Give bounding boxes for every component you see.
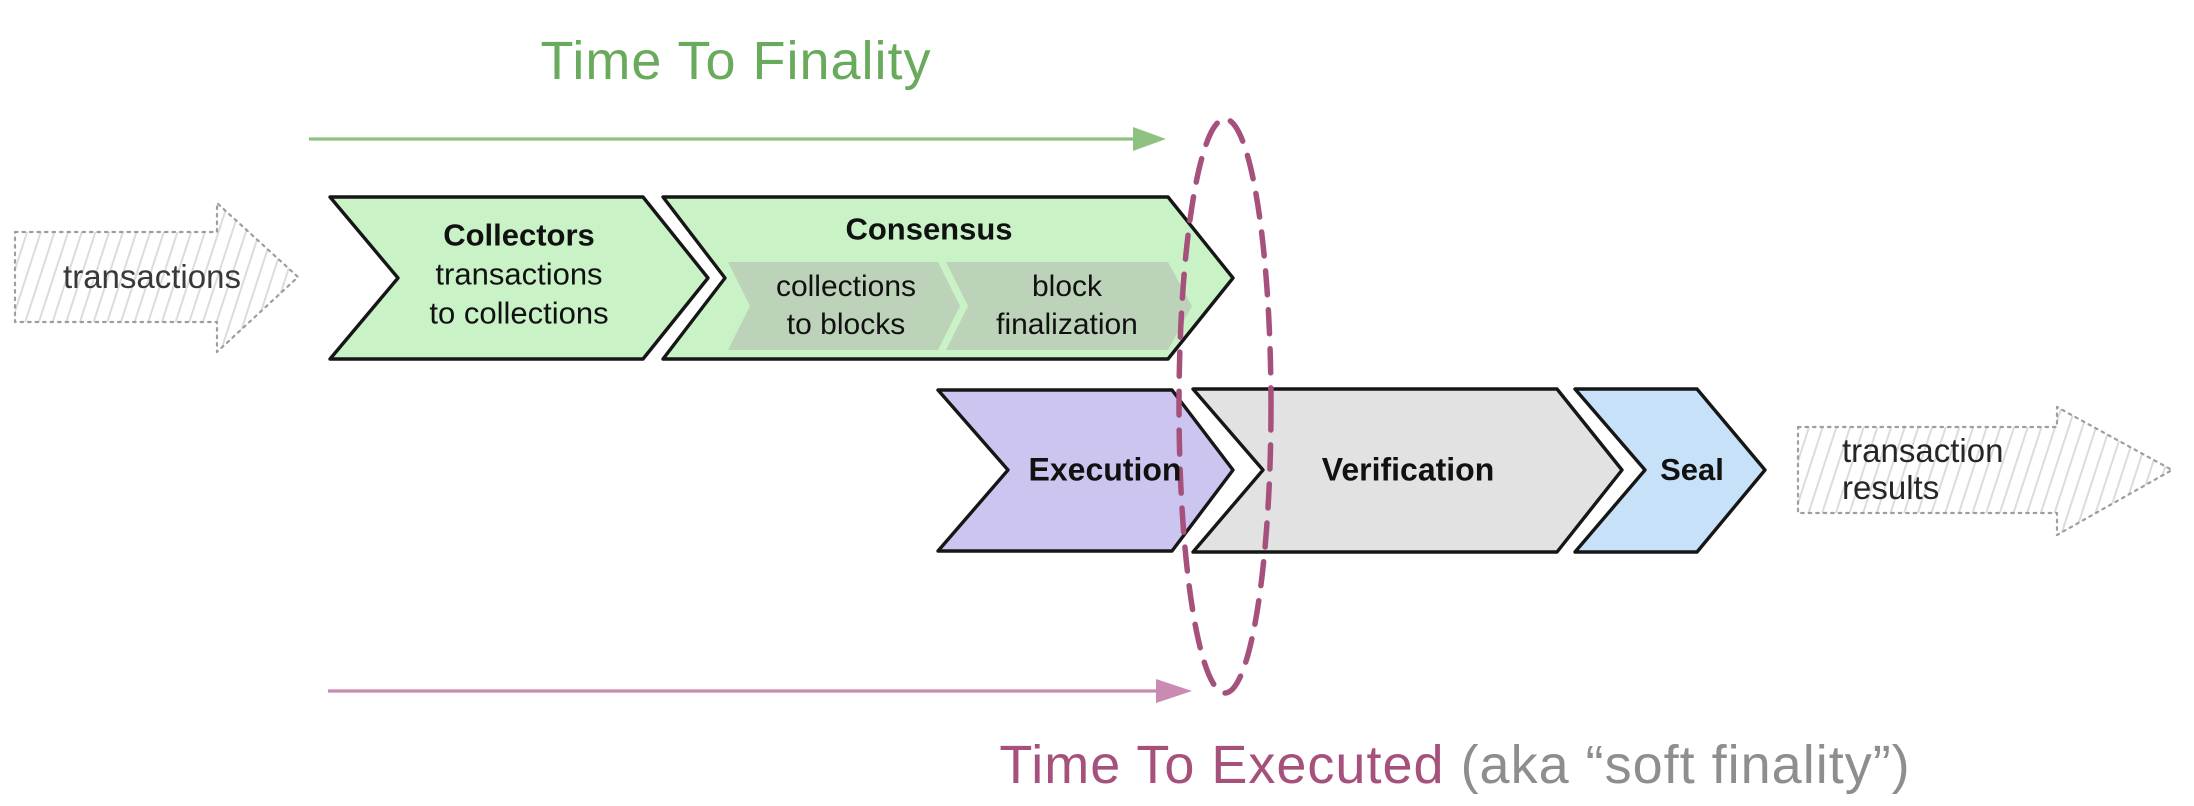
consensus-title: Consensus [845,211,1013,247]
executed-timeline-arrowhead-icon [1156,679,1192,703]
substage-collections-to-blocks-chevron [728,262,960,350]
transactions-label: transactions [63,258,241,295]
collectors-line1: transactions [435,256,603,292]
substage2-line1: block [1031,270,1103,303]
verification-chevron [1191,387,1624,554]
collectors-title: Collectors [443,217,595,253]
results-line2: results [1842,469,1940,506]
substage2-line2: finalization [996,308,1138,341]
substage1-line1: collections [775,270,917,303]
collectors-line2: to collections [429,295,609,331]
seal-chevron [1573,387,1767,554]
substage-block-finalization-chevron [946,262,1192,350]
substage-block-finalization-label: block finalization [996,268,1138,344]
results-line1: transaction [1842,432,2004,469]
time-to-executed-caption: Time To Executed (aka “soft finality”) [999,734,1910,796]
time-to-executed-title: Time To Executed [999,735,1445,795]
execution-chevron [936,388,1235,553]
collectors-label-block: Collectors transactions to collections [429,216,608,333]
execution-title: Execution [1028,451,1182,488]
transaction-results-output-arrow [1796,405,2174,537]
seal-title: Seal [1660,452,1724,487]
soft-finality-subtitle: (aka “soft finality”) [1460,735,1911,795]
soft-finality-ellipse [1176,116,1274,696]
time-to-finality-title: Time To Finality [540,31,932,91]
transaction-results-label: transaction results [1842,432,2003,506]
substage-collections-to-blocks-label: collections to blocks [776,268,916,344]
substage1-line2: to blocks [786,308,906,341]
verification-title: Verification [1321,451,1495,488]
transactions-input-arrow [13,201,300,354]
finality-timeline-arrowhead-icon [1133,127,1166,151]
collectors-chevron [328,195,710,361]
